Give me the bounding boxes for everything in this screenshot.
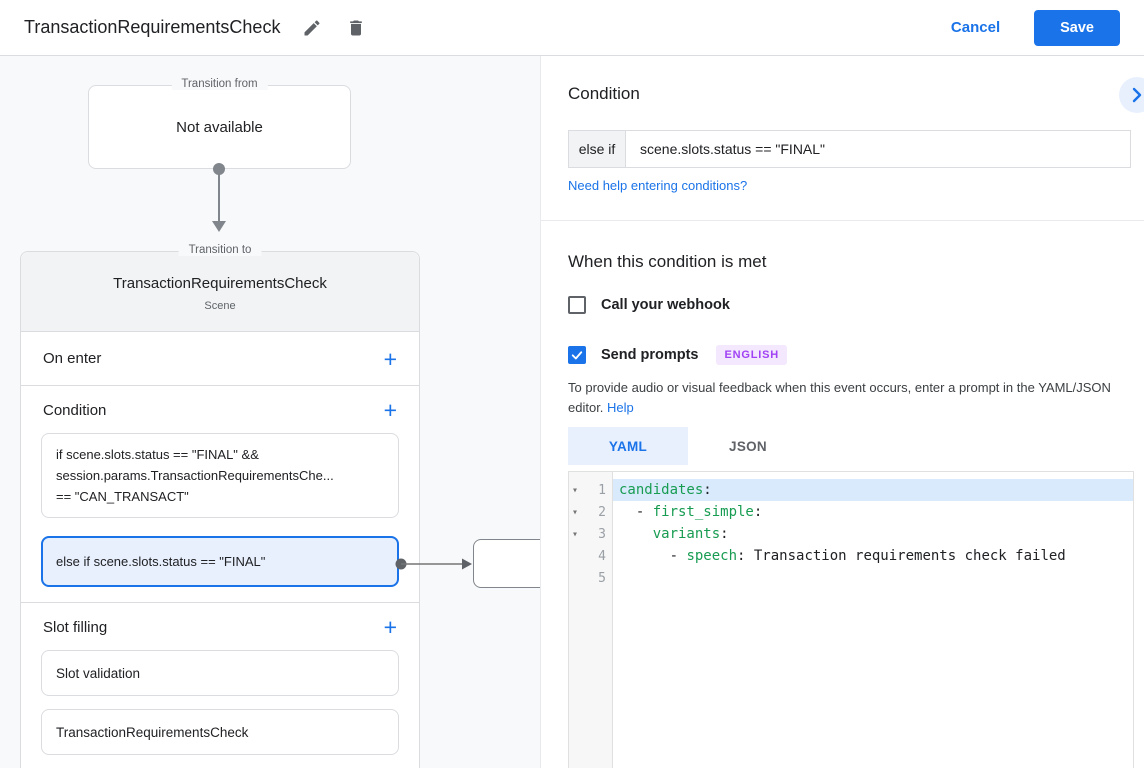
transition-from-box[interactable]: Transition from Not available xyxy=(88,78,351,169)
add-condition-button[interactable]: + xyxy=(383,397,397,423)
slot-card-transaction[interactable]: TransactionRequirementsCheck xyxy=(41,709,399,755)
gutter-line: ▾2 xyxy=(569,501,612,523)
scene-diagram-canvas: Transition from Not available Transition… xyxy=(0,56,540,768)
condition-transition-arrow xyxy=(395,558,472,570)
code-segment-plain: - xyxy=(619,548,687,564)
send-prompts-label: Send prompts xyxy=(601,347,699,363)
top-bar: TransactionRequirementsCheck Cancel Save xyxy=(0,0,1144,56)
pencil-icon xyxy=(304,19,320,35)
scene-card-title: TransactionRequirementsCheck xyxy=(113,275,327,292)
code-segment-plain xyxy=(619,526,653,542)
condition-card-line: == "CAN_TRANSACT" xyxy=(56,489,189,504)
condition-section: Condition + if scene.slots.status == "FI… xyxy=(21,386,419,603)
condition-input-group: else if xyxy=(568,130,1131,168)
gutter-line: 5 xyxy=(569,567,612,589)
gutter-line: 4 xyxy=(569,545,612,567)
condition-card-line: if scene.slots.status == "FINAL" && xyxy=(56,447,259,462)
editor-code[interactable]: candidates: - first_simple: variants: - … xyxy=(613,472,1133,768)
slot-filling-section-head: Slot filling + xyxy=(41,614,399,640)
fold-arrow-icon[interactable]: ▾ xyxy=(572,484,579,496)
condition-expression-input[interactable] xyxy=(626,131,1130,167)
line-number: 3 xyxy=(598,526,606,542)
code-segment-plain: : Transaction requirements check failed xyxy=(737,548,1066,564)
chevron-right-icon xyxy=(1132,87,1142,103)
condition-card-elseif-selected[interactable]: else if scene.slots.status == "FINAL" xyxy=(41,536,399,587)
send-prompts-row: Send prompts ENGLISH xyxy=(568,345,787,365)
call-webhook-checkbox[interactable] xyxy=(568,296,586,314)
condition-section-head: Condition + xyxy=(41,397,399,423)
on-enter-row[interactable]: On enter + xyxy=(21,332,419,386)
cancel-button[interactable]: Cancel xyxy=(950,19,1001,36)
add-slot-button[interactable]: + xyxy=(383,614,397,640)
code-segment-plain: : xyxy=(753,504,763,520)
send-prompts-checkbox[interactable] xyxy=(568,346,586,364)
slot-card-label: Slot validation xyxy=(56,665,141,681)
scene-card: Transition to TransactionRequirementsChe… xyxy=(20,244,420,768)
code-segment-key: first_simple xyxy=(652,504,754,520)
condition-section-label: Condition xyxy=(43,401,107,419)
condition-editor-panel: Condition else if Need help entering con… xyxy=(540,56,1144,768)
scene-card-subtitle: Scene xyxy=(204,300,236,312)
line-number: 1 xyxy=(598,482,606,498)
code-segment-plain: : xyxy=(720,526,729,542)
condition-card-line: else if scene.slots.status == "FINAL" xyxy=(56,554,266,569)
gutter-line: ▾3 xyxy=(569,523,612,545)
fold-arrow-icon[interactable]: ▾ xyxy=(572,506,579,518)
edit-scene-button[interactable] xyxy=(300,16,324,40)
code-segment-plain: : xyxy=(703,482,712,498)
condition-card-line: session.params.TransactionRequirementsCh… xyxy=(56,468,334,483)
line-number: 5 xyxy=(598,570,606,586)
webhook-row: Call your webhook xyxy=(568,296,730,314)
prompt-hint: To provide audio or visual feedback when… xyxy=(568,378,1144,418)
condition-prefix: else if xyxy=(569,131,626,167)
checkmark-icon xyxy=(571,351,583,360)
condition-help-link[interactable]: Need help entering conditions? xyxy=(568,178,748,193)
collapse-panel-button[interactable] xyxy=(1119,77,1144,113)
slot-card-label: TransactionRequirementsCheck xyxy=(56,724,249,740)
line-number: 4 xyxy=(598,548,606,564)
code-segment-key: variants xyxy=(652,526,721,542)
editor-tabs: YAML JSON xyxy=(568,427,808,465)
code-line[interactable]: - speech: Transaction requirements check… xyxy=(613,545,1133,567)
on-enter-label: On enter xyxy=(43,350,102,367)
code-line[interactable]: candidates: xyxy=(613,479,1133,501)
code-line[interactable] xyxy=(613,567,1133,589)
line-number: 2 xyxy=(598,504,606,520)
transition-arrow-down xyxy=(212,163,226,232)
fold-arrow-icon[interactable]: ▾ xyxy=(572,528,579,540)
tab-json[interactable]: JSON xyxy=(729,438,767,454)
condition-card-if[interactable]: if scene.slots.status == "FINAL" && sess… xyxy=(41,433,399,518)
prompt-help-link[interactable]: Help xyxy=(607,400,634,416)
gutter-line: ▾1 xyxy=(569,479,612,501)
add-on-enter-button[interactable]: + xyxy=(383,345,397,372)
transition-to-legend: Transition to xyxy=(178,244,262,256)
tab-yaml[interactable]: YAML xyxy=(568,427,688,465)
panel-divider xyxy=(541,220,1144,221)
slot-filling-section: Slot filling + Slot validation Transacti… xyxy=(21,603,419,768)
language-badge: ENGLISH xyxy=(716,345,787,365)
page-title: TransactionRequirementsCheck xyxy=(24,17,281,37)
transition-target-box[interactable] xyxy=(473,539,540,588)
transition-from-legend: Transition from xyxy=(171,78,268,90)
prompt-hint-text: To provide audio or visual feedback when… xyxy=(568,380,1111,416)
scene-card-header[interactable]: TransactionRequirementsCheck Scene xyxy=(21,252,419,332)
slot-filling-label: Slot filling xyxy=(43,618,108,636)
slot-card-validation[interactable]: Slot validation xyxy=(41,650,399,696)
code-segment-key: candidates xyxy=(619,482,704,498)
call-webhook-label: Call your webhook xyxy=(601,297,730,313)
code-segment-key: speech xyxy=(686,548,738,564)
main-area: Transition from Not available Transition… xyxy=(0,56,1144,768)
save-button[interactable]: Save xyxy=(1034,9,1120,46)
code-segment-plain: - xyxy=(619,504,653,520)
when-condition-heading: When this condition is met xyxy=(568,252,767,271)
transition-from-content: Not available xyxy=(176,118,263,136)
trash-icon xyxy=(350,20,363,35)
code-line[interactable]: - first_simple: xyxy=(613,501,1133,523)
delete-scene-button[interactable] xyxy=(344,16,368,40)
code-line[interactable]: variants: xyxy=(613,523,1133,545)
panel-condition-heading: Condition xyxy=(568,84,640,103)
